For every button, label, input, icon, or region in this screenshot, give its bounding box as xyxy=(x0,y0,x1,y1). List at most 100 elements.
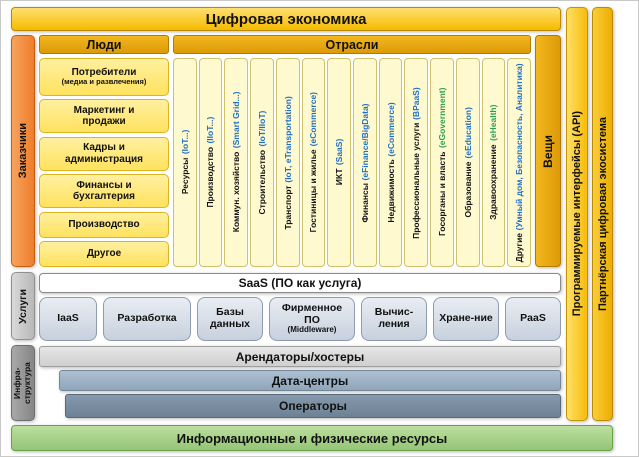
api-bar: Программируемые интерфейсы (API) xyxy=(566,7,588,421)
industry-column-text: Образование (eEducation) xyxy=(463,104,473,221)
industry-column: Здравоохранение (eHealth) xyxy=(481,58,506,267)
people-item-finance: Финансы и бухгалтерия xyxy=(39,174,169,209)
industry-column: Строительство (IoT/IIoT) xyxy=(250,58,274,267)
industry-column: Недвижимость (eCommerce) xyxy=(378,58,403,267)
industry-label: ИКТ xyxy=(334,168,345,186)
industry-label: Госорганы и власть xyxy=(436,151,447,237)
customers-tab: Заказчики xyxy=(11,35,35,267)
people-item-other: Другое xyxy=(39,240,169,267)
industry-column-text: ИКТ (SaaS) xyxy=(334,136,344,188)
industry-column: Гостиницы и жилье (eCommerce) xyxy=(301,58,326,267)
industries-header: Отрасли xyxy=(173,35,531,54)
tenants-bar: Арендаторы/хостеры xyxy=(39,346,561,367)
industry-column: Коммун. хозяйство (Smart Grid...) xyxy=(224,58,249,267)
industry-label: Производство xyxy=(205,147,216,208)
datacenters-bar: Дата-центры xyxy=(59,370,561,391)
service-box-label: IaaS xyxy=(57,312,79,325)
industry-column-text: Ресурсы(IoT...) xyxy=(180,127,190,197)
industry-label: Профессиональные услуги xyxy=(411,122,422,239)
industry-tech: (eCommerce) xyxy=(385,102,396,157)
resources-bar: Информационные и физические ресурсы xyxy=(11,425,613,451)
industry-label: Другие xyxy=(514,232,525,263)
industry-column: Госорганы и власть (eGovernment) xyxy=(430,58,454,267)
industry-column-text: Профессиональные услуги (BPaaS) xyxy=(411,84,421,242)
industry-columns: Ресурсы(IoT...) Производство (IIoT...) Ко… xyxy=(173,58,532,267)
people-item-marketing: Маркетинг и продажи xyxy=(39,99,169,134)
api-bar-label: Программируемые интерфейсы (API) xyxy=(571,111,583,317)
industry-column-text: Производство (IIoT...) xyxy=(205,114,215,211)
service-box-label: PaaS xyxy=(520,312,546,325)
service-box-middleware: Фирменное ПО (Middleware) xyxy=(269,297,355,341)
infrastructure-tab: Инфра-структура xyxy=(11,345,35,421)
industry-label: Транспорт xyxy=(282,185,293,230)
customers-tab-label: Заказчики xyxy=(17,123,29,179)
industry-label: Ресурсы xyxy=(179,157,190,195)
industry-column: Производство (IIoT...) xyxy=(198,58,223,267)
people-item-label: Маркетинг и продажи xyxy=(73,104,135,128)
people-item-hr: Кадры и администрация xyxy=(39,136,169,171)
industry-label: Гостиницы и жилье xyxy=(308,149,319,233)
service-box-paas: PaaS xyxy=(505,297,561,341)
service-box-databases: Базы данных xyxy=(197,297,263,341)
service-box-label: Фирменное ПО xyxy=(281,302,343,326)
industry-tech: (eGovernment) xyxy=(436,88,447,149)
service-box-storage: Хране-ние xyxy=(433,297,499,341)
industry-tech: (eEducation) xyxy=(462,107,473,159)
service-box-label: Разработка xyxy=(117,312,177,325)
operators-bar: Операторы xyxy=(65,394,561,418)
people-item-sub: (медиа и развлечения) xyxy=(61,77,147,87)
people-item-label: Другое xyxy=(86,248,122,260)
industry-tech: (SaaS) xyxy=(334,139,345,166)
things-bar-label: Вещи xyxy=(541,134,555,168)
industry-column: ИКТ (SaaS) xyxy=(327,58,352,267)
industry-column-text: Строительство (IoT/IIoT) xyxy=(257,108,267,218)
people-item-label: Потребители xyxy=(71,66,137,78)
industry-label: Строительство xyxy=(256,149,267,215)
industry-tech: (IIoT...) xyxy=(205,117,216,145)
diagram-title: Цифровая экономика xyxy=(11,7,561,31)
service-box-development: Разработка xyxy=(103,297,191,341)
industry-tech: (Умный дом, Безопасность, Аналитика) xyxy=(514,62,525,230)
infrastructure-tab-label: Инфра-структура xyxy=(12,362,32,404)
industry-label: Финансы xyxy=(359,182,370,223)
industry-column-text: Здравоохранение (eHealth) xyxy=(488,102,498,223)
service-boxes: IaaS Разработка Базы данных Фирменное ПО… xyxy=(39,297,561,341)
service-box-sub: (Middleware) xyxy=(287,325,337,335)
ecosystem-bar: Партнёрская цифровая экосистема xyxy=(592,7,613,421)
industry-tech: (eCommerce) xyxy=(308,92,319,147)
industry-column: Финансы (eFinance/BigData) xyxy=(353,58,377,267)
industry-label: Здравоохранение xyxy=(488,144,499,220)
service-box-iaas: IaaS xyxy=(39,297,97,341)
industry-column: Образование (eEducation) xyxy=(455,58,480,267)
services-tab-label: Услуги xyxy=(17,288,29,324)
people-item-label: Кадры и администрация xyxy=(65,142,143,165)
industry-column: Профессиональные услуги (BPaaS) xyxy=(404,58,429,267)
ecosystem-bar-label: Партнёрская цифровая экосистема xyxy=(596,117,609,311)
industry-tech: (Smart Grid...) xyxy=(231,92,242,150)
saas-bar: SaaS (ПО как услуга) xyxy=(39,273,561,293)
industry-label: Образование xyxy=(462,161,473,218)
industry-label: Недвижимость xyxy=(385,159,396,223)
people-item-label: Производство xyxy=(68,218,140,230)
industry-column: Транспорт (IoT, eTransportation) xyxy=(275,58,300,267)
people-item-consumers: Потребители (медиа и развлечения) xyxy=(39,58,169,96)
people-item-label: Финансы и бухгалтерия xyxy=(73,179,135,203)
industry-column-text: Госорганы и власть (eGovernment) xyxy=(437,85,447,239)
industry-tech: (eFinance/BigData) xyxy=(359,102,370,180)
industry-column: Ресурсы(IoT...) xyxy=(173,58,197,267)
services-tab: Услуги xyxy=(11,272,35,340)
industry-column-text: Финансы (eFinance/BigData) xyxy=(360,100,370,225)
industry-column-text: Гостиницы и жилье (eCommerce) xyxy=(308,89,318,235)
service-box-label: Вычис-ления xyxy=(374,306,414,330)
industry-tech: (eHealth) xyxy=(488,105,499,142)
industry-column-text: Коммун. хозяйство (Smart Grid...) xyxy=(231,89,241,235)
industry-column-text: Другие (Умный дом, Безопасность, Аналитик… xyxy=(514,60,524,265)
industry-column-text: Транспорт (IoT, eTransportation) xyxy=(283,93,293,233)
industry-label: Коммун. хозяйство xyxy=(231,152,242,233)
industry-tech: (IoT/IIoT) xyxy=(256,110,267,147)
industry-tech: (BPaaS) xyxy=(411,86,422,120)
people-list: Потребители (медиа и развлечения) Маркет… xyxy=(39,58,169,267)
industry-tech: (IoT, eTransportation) xyxy=(282,95,293,183)
people-header: Люди xyxy=(39,35,169,54)
